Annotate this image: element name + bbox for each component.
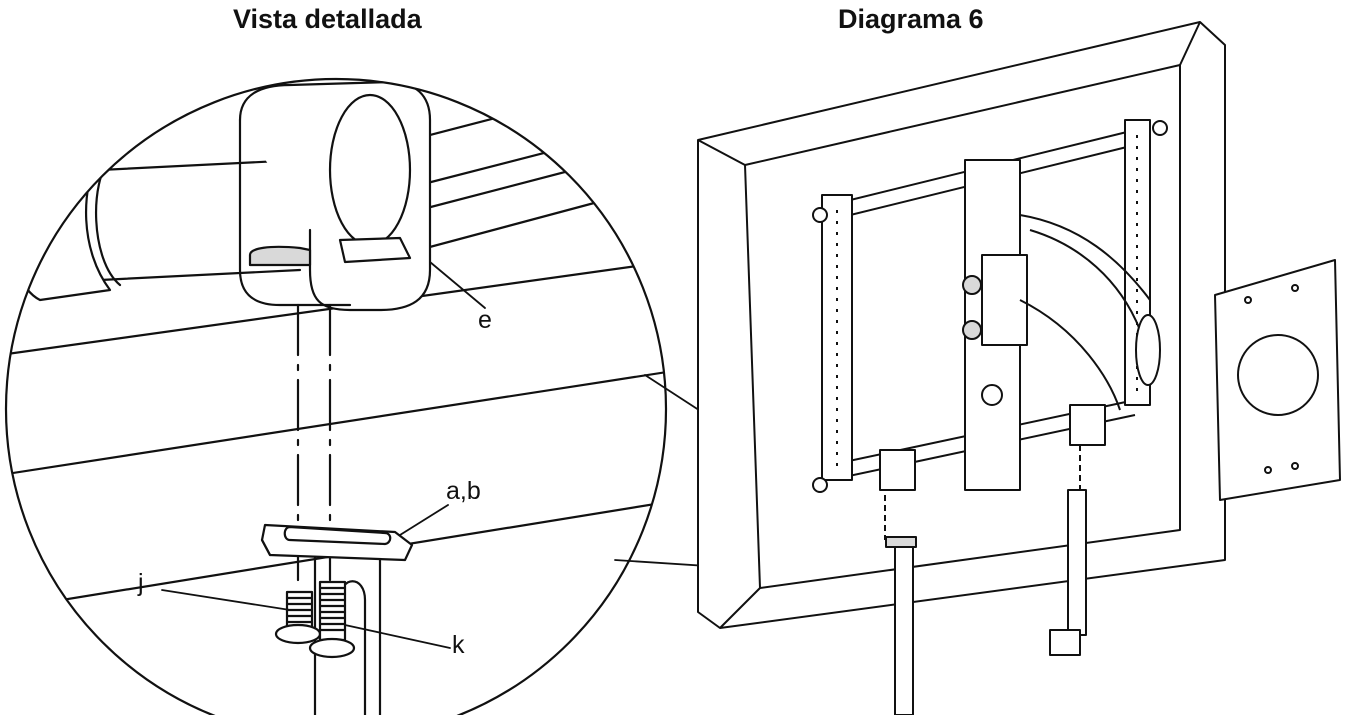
center-column <box>962 159 1028 491</box>
bottom-brackets <box>879 404 1106 491</box>
bracket-e <box>238 80 432 312</box>
drop-arm-right <box>1049 445 1087 656</box>
callout-e: e <box>478 306 492 334</box>
detail-circle <box>4 77 668 715</box>
leader-lines <box>161 261 486 649</box>
drop-arm-left <box>884 495 917 715</box>
diagram-title: Diagrama 6 <box>838 4 984 34</box>
swing-arm <box>1019 214 1161 411</box>
screw-j <box>274 590 322 645</box>
left-rail <box>812 194 853 493</box>
horizontal-tube <box>6 148 302 302</box>
plate-ab <box>260 523 414 562</box>
screw-k <box>308 580 356 659</box>
main-diagram <box>697 21 1341 715</box>
callout-j: j <box>138 569 144 597</box>
callout-ab: a,b <box>446 477 481 505</box>
callout-k: k <box>452 631 465 659</box>
wall-plate <box>1214 259 1341 501</box>
detail-view-title: Vista detallada <box>233 4 422 34</box>
